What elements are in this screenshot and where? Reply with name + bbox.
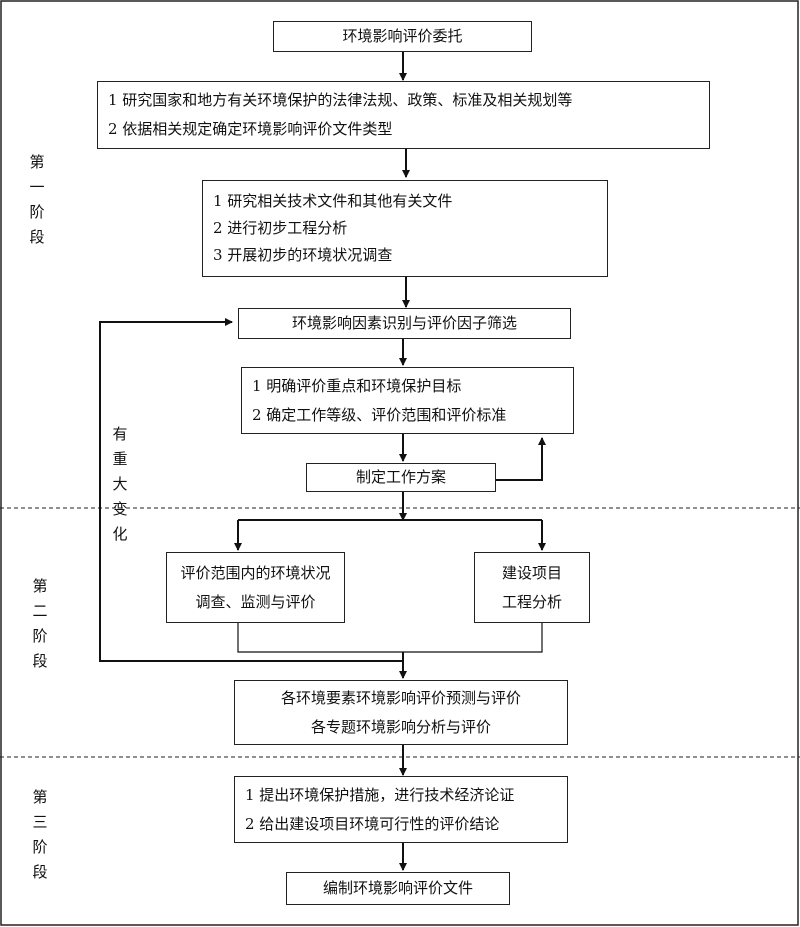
stage1-label: 第 一 阶 段 — [27, 155, 47, 255]
factor-screening-box: 环境影响因素识别与评价因子筛选 — [238, 308, 571, 339]
stage1-char-4: 段 — [29, 228, 45, 246]
feedback-char-1: 有 — [112, 425, 128, 443]
measures-line-1: 1 提出环境保护措施，进行技术经济论证 — [245, 785, 515, 804]
project-analysis-box: 建设项目 工程分析 — [474, 552, 590, 623]
stage1-char-3: 阶 — [29, 203, 45, 221]
measures-line-2: 2 给出建设项目环境可行性的评价结论 — [245, 814, 500, 833]
stage2-char-1: 第 — [32, 577, 48, 595]
prediction-line-1: 各环境要素环境影响评价预测与评价 — [280, 688, 521, 707]
stage3-label: 第 三 阶 段 — [30, 790, 50, 890]
stage1-char-2: 一 — [29, 178, 45, 196]
prediction-box: 各环境要素环境影响评价预测与评价 各专题环境影响分析与评价 — [234, 680, 568, 745]
env-survey-line-1: 评价范围内的环境状况 — [180, 563, 331, 582]
study-docs-line-3: 3 开展初步的环境状况调查 — [213, 245, 393, 264]
project-analysis-line-2: 工程分析 — [501, 592, 562, 611]
study-docs-box: 1 研究相关技术文件和其他有关文件 2 进行初步工程分析 3 开展初步的环境状况… — [202, 180, 608, 277]
focus-line-1: 1 明确评价重点和环境保护目标 — [252, 376, 462, 395]
project-analysis-line-1: 建设项目 — [501, 563, 562, 582]
stage3-char-2: 三 — [32, 813, 48, 831]
stage3-char-4: 段 — [32, 863, 48, 881]
stage1-char-1: 第 — [29, 153, 45, 171]
env-survey-box: 评价范围内的环境状况 调查、监测与评价 — [166, 552, 345, 623]
stage2-label: 第 二 阶 段 — [30, 579, 50, 679]
env-survey-line-2: 调查、监测与评价 — [195, 592, 316, 611]
report-box: 编制环境影响评价文件 — [286, 872, 510, 905]
prediction-line-2: 各专题环境影响分析与评价 — [310, 717, 491, 736]
report-text: 编制环境影响评价文件 — [322, 879, 473, 898]
focus-box: 1 明确评价重点和环境保护目标 2 确定工作等级、评价范围和评价标准 — [241, 367, 574, 434]
significant-change-label: 有 重 大 变 化 — [110, 427, 130, 552]
arrow-plan-feedback — [496, 437, 546, 481]
merge-line — [237, 623, 543, 653]
work-plan-box: 制定工作方案 — [306, 463, 496, 492]
focus-line-2: 2 确定工作等级、评价范围和评价标准 — [252, 405, 507, 424]
stage2-char-4: 段 — [32, 652, 48, 670]
commission-text: 环境影响评价委托 — [342, 27, 463, 46]
feedback-char-5: 化 — [112, 525, 128, 543]
study-laws-line-1: 1 研究国家和地方有关环境保护的法律法规、政策、标准及相关规划等 — [108, 91, 573, 110]
study-laws-box: 1 研究国家和地方有关环境保护的法律法规、政策、标准及相关规划等 2 依据相关规… — [97, 81, 710, 149]
arrow-significant-change-loop — [99, 318, 403, 662]
study-docs-line-2: 2 进行初步工程分析 — [213, 219, 348, 238]
stage3-char-3: 阶 — [32, 838, 48, 856]
stage3-char-1: 第 — [32, 788, 48, 806]
work-plan-text: 制定工作方案 — [355, 468, 446, 487]
measures-box: 1 提出环境保护措施，进行技术经济论证 2 给出建设项目环境可行性的评价结论 — [234, 776, 568, 843]
stage2-char-2: 二 — [32, 602, 48, 620]
commission-box: 环境影响评价委托 — [273, 21, 532, 52]
factor-screening-text: 环境影响因素识别与评价因子筛选 — [291, 314, 517, 333]
study-laws-line-2: 2 依据相关规定确定环境影响评价文件类型 — [108, 120, 393, 138]
stage2-char-3: 阶 — [32, 627, 48, 645]
feedback-char-3: 大 — [112, 475, 128, 493]
feedback-char-4: 变 — [112, 500, 128, 518]
study-docs-line-1: 1 研究相关技术文件和其他有关文件 — [213, 192, 453, 211]
feedback-char-2: 重 — [112, 450, 128, 468]
